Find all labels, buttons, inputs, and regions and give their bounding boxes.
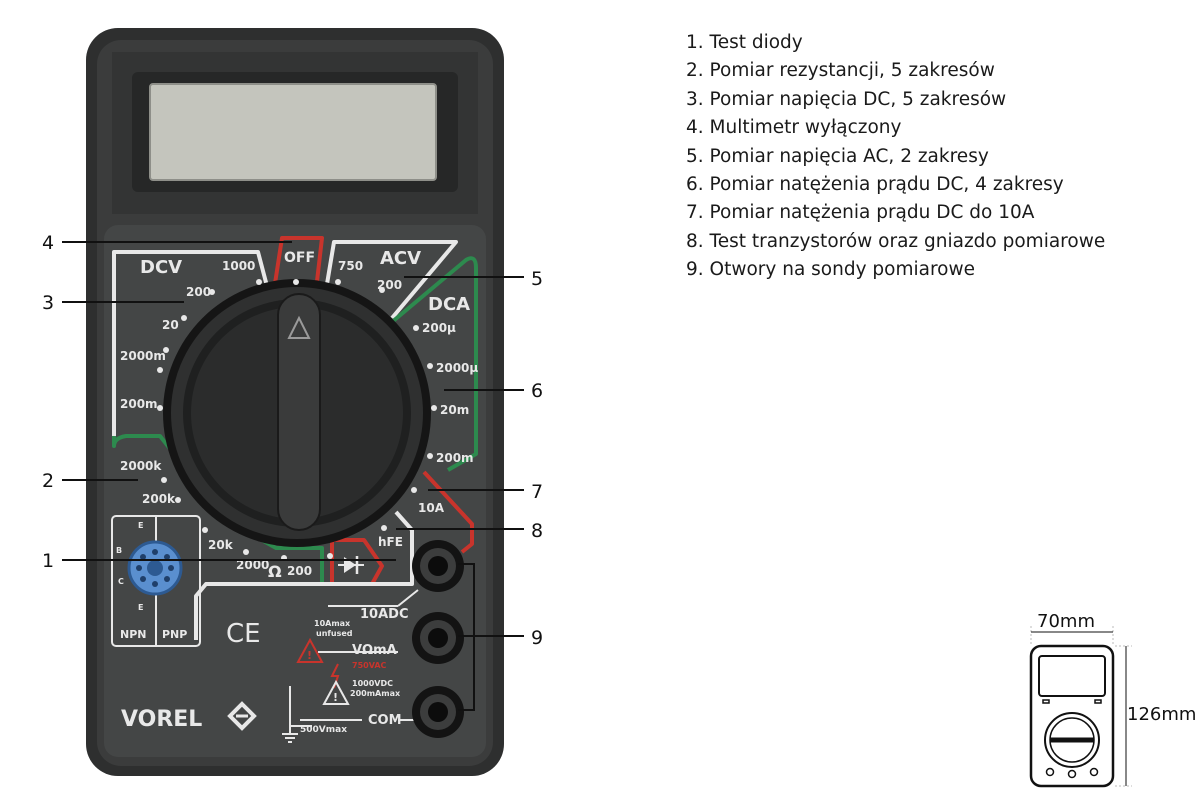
ohm-range-200: 200 — [287, 564, 312, 578]
jack-com[interactable] — [412, 686, 464, 738]
callout-7: 7 — [531, 481, 543, 503]
amp10-label: 10A — [418, 501, 445, 515]
callout-6: 6 — [531, 380, 543, 402]
selector-dots — [157, 279, 437, 561]
callout-1: 1 — [42, 550, 54, 572]
callout-3: 3 — [42, 292, 54, 314]
acv-range-750: 750 — [338, 259, 363, 273]
legend-list: 1. Test diody 2. Pomiar rezystancji, 5 z… — [686, 29, 1105, 285]
dca-range-20m: 20m — [440, 403, 469, 417]
ohm-range-200k: 200k — [142, 492, 176, 506]
acv-range-200: 200 — [377, 278, 402, 292]
jack-10adc[interactable] — [412, 540, 464, 592]
dcv-range-20: 20 — [162, 318, 179, 332]
callout-9: 9 — [531, 627, 543, 649]
warning-icon: ! — [296, 637, 324, 663]
jack-vohm-ma[interactable] — [412, 612, 464, 664]
brand-logo: VOREL — [121, 707, 202, 732]
legend-item: 2. Pomiar rezystancji, 5 zakresów — [686, 60, 995, 82]
ohm-range-20k: 20k — [208, 538, 234, 552]
dca-range-200m: 200m — [436, 451, 474, 465]
callout-2: 2 — [42, 470, 54, 492]
jack-vac-rating: 750VAC — [352, 661, 387, 670]
acv-label: ACV — [380, 248, 421, 269]
jack-vma-label: VΩmA — [352, 643, 397, 658]
dcv-label: DCV — [140, 257, 182, 278]
dial-knob[interactable] — [277, 293, 321, 531]
jack-10adc-note-1: 10Amax — [314, 619, 351, 628]
socket-npn-label: NPN — [120, 628, 146, 641]
socket-pin-c: C — [118, 577, 124, 586]
callout-8: 8 — [531, 520, 543, 542]
legend-item: 5. Pomiar napięcia AC, 2 zakresy — [686, 145, 989, 167]
legend-item: 4. Multimetr wyłączony — [686, 117, 902, 139]
callout-4: 4 — [42, 232, 54, 254]
jack-10adc-label: 10ADC — [360, 607, 408, 622]
socket-pin-b: B — [116, 546, 122, 555]
legend-item: 7. Pomiar natężenia prądu DC do 10A — [686, 202, 1035, 224]
jack-ma-rating: 200mAmax — [350, 689, 401, 698]
dcv-range-200: 200 — [186, 285, 211, 299]
warning-icon-2: ! — [322, 679, 350, 705]
dimension-width: 70mm — [1037, 611, 1095, 632]
jack-10adc-note-2: unfused — [316, 629, 353, 638]
socket-pin-e2: E — [138, 603, 143, 612]
dimension-drawing — [1029, 626, 1132, 788]
legend-item: 1. Test diody — [686, 32, 803, 53]
dcv-range-1000: 1000 — [222, 259, 255, 273]
dcv-range-200m: 200m — [120, 397, 158, 411]
dca-range-2000u: 2000µ — [436, 361, 478, 375]
ground-icon — [282, 726, 298, 743]
dca-range-200u: 200µ — [422, 321, 456, 335]
jack-com-label: COM — [368, 713, 402, 728]
svg-text:!: ! — [307, 649, 312, 662]
off-label: OFF — [284, 250, 315, 266]
svg-text:!: ! — [333, 691, 338, 704]
ohm-symbol: Ω — [268, 562, 282, 581]
dca-label: DCA — [428, 294, 470, 315]
dcv-range-2000m: 2000m — [120, 349, 166, 363]
legend-item: 9. Otwory na sondy pomiarowe — [686, 259, 976, 281]
ce-mark: CE — [226, 619, 261, 649]
callout-lines — [62, 241, 524, 711]
jack-com-rating: 500Vmax — [300, 725, 347, 735]
legend-item: 8. Test tranzystorów oraz gniazdo pomiar… — [686, 230, 1106, 252]
legend-item: 3. Pomiar napięcia DC, 5 zakresów — [686, 88, 1007, 110]
callout-5: 5 — [531, 268, 543, 290]
brand-mark-icon — [227, 701, 257, 731]
socket-pin-e: E — [138, 521, 143, 530]
dimension-height: 126mm — [1127, 704, 1196, 725]
dial-pointer-icon — [287, 315, 311, 339]
rotary-dial[interactable] — [163, 279, 431, 547]
legend-item: 6. Pomiar natężenia prądu DC, 4 zakresy — [686, 174, 1064, 196]
socket-pnp-label: PNP — [162, 628, 187, 641]
lcd-display — [149, 83, 437, 181]
ohm-range-2000: 2000 — [236, 558, 269, 572]
transistor-socket[interactable] — [127, 540, 183, 596]
ohm-range-2000k: 2000k — [120, 459, 162, 473]
jack-vdc-rating: 1000VDC — [352, 679, 393, 688]
hfe-label: hFE — [378, 535, 403, 549]
